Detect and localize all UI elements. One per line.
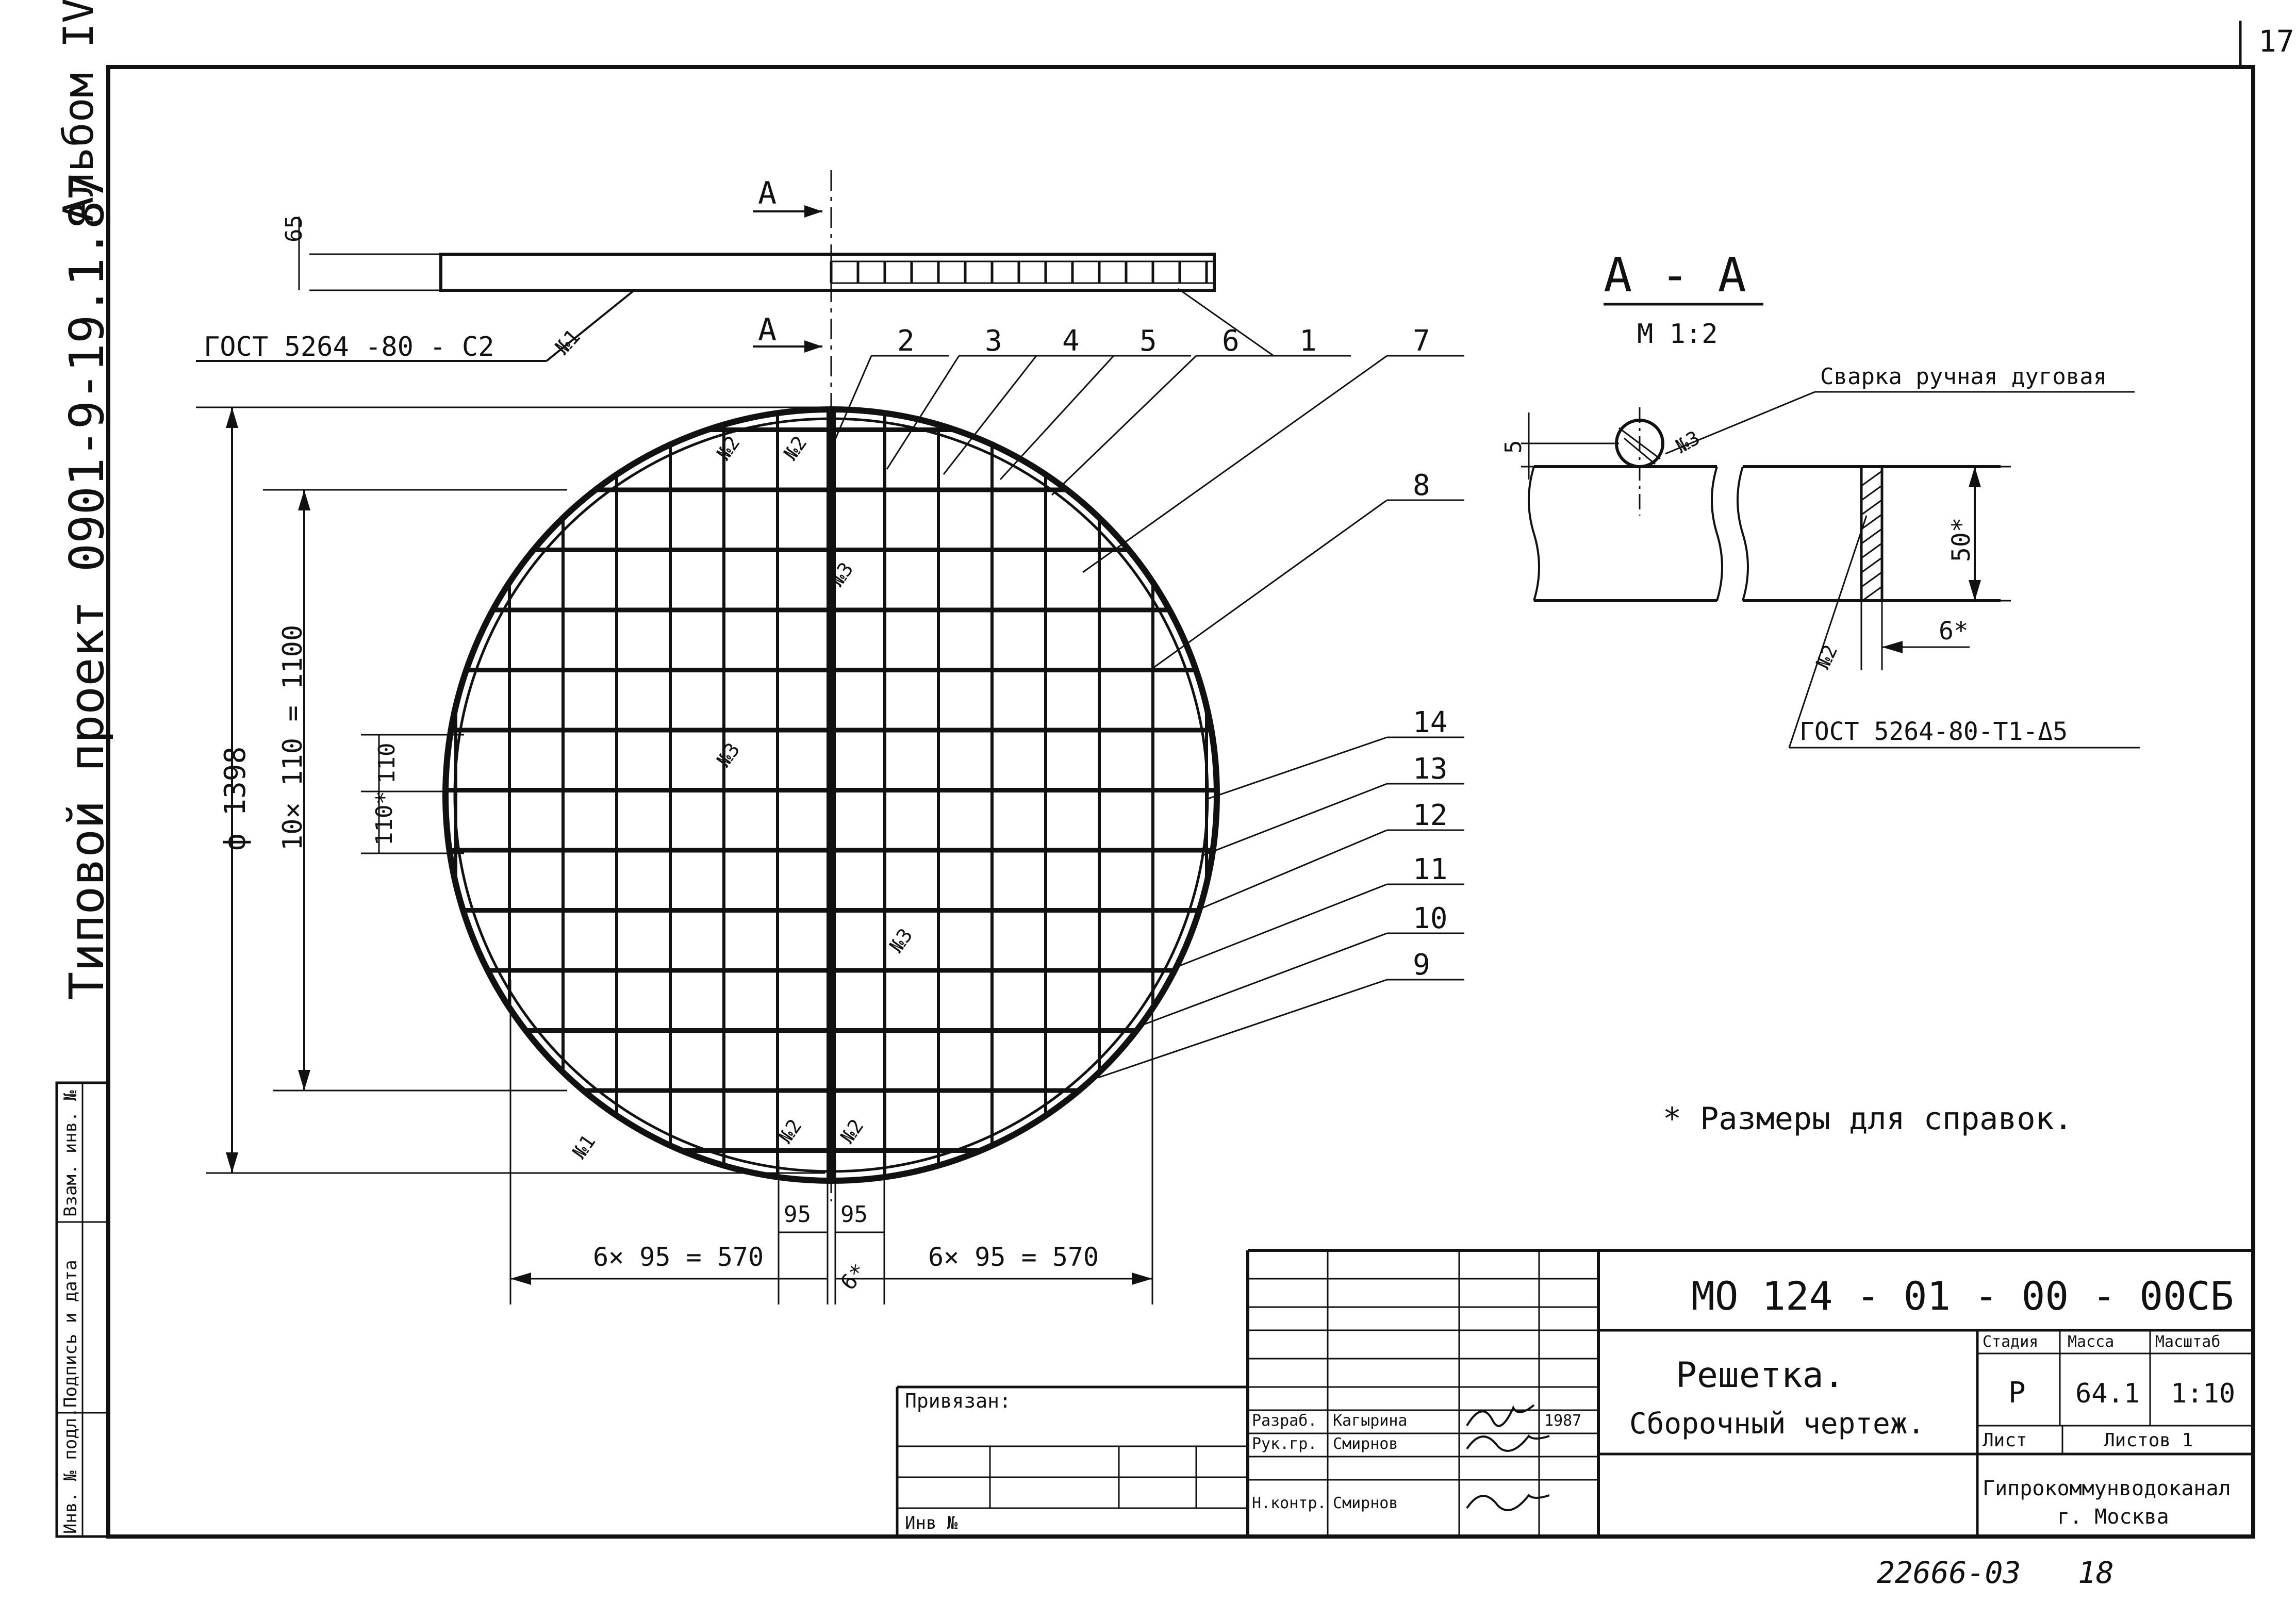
sheets-header: Листов 1: [2104, 1430, 2193, 1451]
mark-n2-b: №2: [779, 432, 811, 464]
section-dim50: 50*: [1947, 517, 1976, 562]
callout-leader: [1098, 979, 1387, 1079]
top-height-dim: 65: [281, 215, 307, 242]
signature-1: [1466, 1404, 1535, 1427]
mark-n1: №1: [568, 1130, 600, 1163]
top-view-strip: [439, 253, 1216, 292]
mass-header: Масса: [2068, 1333, 2114, 1351]
callout-leader: [1191, 829, 1387, 914]
section-mark3: №3: [1672, 426, 1704, 458]
top-view: 65 ГОСТ 5264 -80 - С2 №1 А А: [196, 170, 1216, 1201]
org-city: г. Москва: [2057, 1505, 2169, 1529]
callout-14: 14: [1413, 706, 1447, 739]
grating-plan: №2 №2 №3 №3 №3 №1 №2 №2: [442, 406, 1220, 1184]
rows-dim: 10× 110 = 1100: [277, 625, 308, 851]
section-dim5: 5: [1500, 440, 1527, 454]
sheet-frame: [106, 65, 2255, 1539]
stamp-sheet: 18: [2078, 1555, 2114, 1590]
callout-5: 5: [1139, 324, 1157, 358]
left-strip: Инв. № подл. Подпись и дата Взам. инв. №: [55, 1081, 110, 1538]
mass-value: 64.1: [2075, 1378, 2140, 1409]
year: 1987: [1544, 1412, 1581, 1430]
section-dim6: 6*: [1939, 617, 1969, 646]
mark-n2-d: №2: [836, 1115, 868, 1147]
title-block: Привязан: Инв № МО 124 - 01 - 00 - 00СБ …: [896, 1249, 2253, 1590]
section-scale: М 1:2: [1637, 319, 1718, 350]
section-a-a: А - А М 1:2 Сварка ручная дуговая №3 5 5…: [1500, 247, 2140, 749]
bound-label: Привязан:: [905, 1390, 1011, 1412]
role-3: Н.контр.: [1252, 1494, 1327, 1512]
callout-leader: [830, 355, 872, 449]
left-dim: 6× 95 = 570: [593, 1242, 764, 1272]
pitch-x-right: 95: [840, 1201, 868, 1228]
section-letter-top: А: [758, 175, 777, 211]
scale-header: Масштаб: [2155, 1333, 2220, 1351]
callout-leader: [943, 355, 1037, 475]
stage-header: Стадия: [1983, 1333, 2038, 1351]
callout-leader: [1201, 783, 1387, 857]
mark-n3-b: №3: [712, 738, 744, 771]
page-number: 17: [2258, 24, 2294, 59]
role-2: Рук.гр.: [1252, 1435, 1317, 1453]
mark-n3-c: №3: [885, 924, 917, 956]
strip-inv: Инв. № подл.: [60, 1407, 81, 1534]
pitch-dim: 110: [374, 743, 400, 784]
grating-dimensions: ф 1398 10× 110 = 1100 110 110* 6× 95 = 5…: [196, 406, 1153, 1304]
top-weld-note: ГОСТ 5264 -80 - С2: [204, 332, 494, 362]
album-label: Альбом IV: [55, 0, 103, 222]
callout-leader: [1082, 355, 1387, 573]
callout-7: 7: [1413, 324, 1430, 358]
callout-leader: [999, 355, 1115, 481]
pitch-x-left: 95: [784, 1201, 811, 1228]
stage-value: Р: [2008, 1376, 2026, 1410]
callout-9: 9: [1413, 948, 1430, 982]
callout-10: 10: [1413, 902, 1447, 935]
scale-value: 1:10: [2171, 1378, 2235, 1409]
pitch-ref-dim: 110*: [371, 791, 398, 846]
callout-leader: [886, 355, 960, 470]
section-weld-note: Сварка ручная дуговая: [1820, 364, 2107, 390]
callout-leader: [1051, 355, 1197, 496]
callout-8: 8: [1413, 469, 1430, 502]
strip-replace: Взам. инв. №: [60, 1090, 81, 1217]
name-1: Кагырина: [1333, 1412, 1408, 1430]
right-dim: 6× 95 = 570: [928, 1242, 1099, 1272]
callout-leader: [1149, 499, 1387, 671]
callout-12: 12: [1413, 799, 1447, 832]
signature-3: [1466, 1493, 1550, 1511]
name-2: Смирнов: [1333, 1435, 1398, 1453]
callout-3: 3: [985, 324, 1002, 358]
inv-label: Инв №: [905, 1513, 958, 1533]
doc-name-1: Решетка.: [1676, 1355, 1845, 1396]
sheet-header: Лист: [1983, 1430, 2027, 1451]
callout-11: 11: [1413, 853, 1447, 886]
reference-note: * Размеры для справок.: [1663, 1101, 2073, 1137]
callout-leader: [1206, 736, 1387, 800]
callout-1: 1: [1299, 324, 1317, 358]
section-letter-bottom: А: [758, 312, 777, 348]
doc-name-2: Сборочный чертеж.: [1629, 1407, 1925, 1441]
callout-leader: [1178, 288, 1274, 357]
callout-leader: [1139, 932, 1387, 1027]
callout-leader: [1170, 883, 1387, 970]
gap-dim: 6*: [835, 1259, 871, 1295]
strip-sign: Подпись и дата: [60, 1260, 81, 1408]
name-3: Смирнов: [1333, 1494, 1398, 1512]
org-name: Гипрокоммунводоканал: [1983, 1477, 2231, 1500]
doc-code: МО 124 - 01 - 00 - 00СБ: [1691, 1273, 2234, 1319]
diameter-dim: ф 1398: [219, 747, 252, 851]
section-title: А - А: [1604, 247, 1746, 303]
role-1: Разраб.: [1252, 1412, 1317, 1430]
section-gost: ГОСТ 5264-80-Т1-Δ5: [1799, 717, 2068, 746]
callout-13: 13: [1413, 752, 1447, 786]
signature-2: [1466, 1434, 1550, 1452]
side-title: Типовой проект 0901-9-19.1.87: [59, 172, 114, 1000]
callout-4: 4: [1062, 324, 1080, 358]
callout-2: 2: [897, 324, 915, 358]
stamp-number: 22666-03: [1877, 1555, 2021, 1590]
